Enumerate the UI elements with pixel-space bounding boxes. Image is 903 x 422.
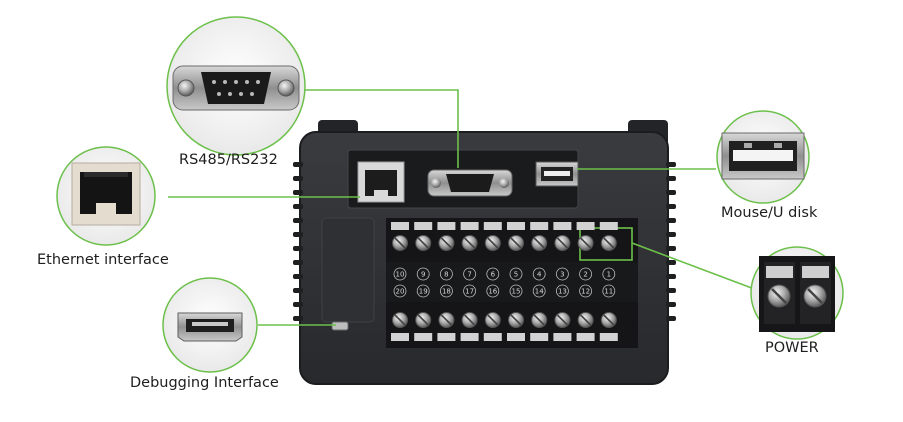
- terminal-clamp: [460, 333, 479, 341]
- terminal-number: 13: [558, 288, 567, 296]
- terminal-number-ring: [602, 267, 616, 281]
- debugging-zoom-circle: [162, 277, 258, 373]
- screw-slot: [510, 314, 522, 326]
- screw-slot: [417, 237, 429, 249]
- screw-slot: [487, 237, 499, 249]
- terminal-number-ring: [579, 284, 592, 298]
- terminal-number-ring: [439, 284, 453, 298]
- terminal-number: 6: [491, 271, 496, 279]
- screw-slot: [556, 314, 568, 326]
- terminal-number-ring: [556, 284, 569, 298]
- terminal-clamp: [483, 222, 502, 230]
- screw-slot: [556, 237, 568, 249]
- mini-usb-port: [331, 321, 349, 331]
- terminal-number-ring: [579, 267, 592, 281]
- terminal-number-ring: [486, 267, 500, 281]
- terminal-number-ring: [463, 284, 477, 298]
- terminal-number-ring: [602, 284, 616, 298]
- ethernet-zoom-circle: [56, 146, 156, 246]
- terminal-clamp: [460, 222, 479, 230]
- db9-port: [427, 169, 513, 197]
- terminal-number: 20: [396, 288, 405, 296]
- terminal-clamp: [414, 222, 433, 230]
- terminal-number: 3: [560, 271, 564, 279]
- terminal-clamp: [437, 333, 456, 341]
- terminal-number-ring: [416, 284, 430, 298]
- terminal-number-ring: [532, 284, 546, 298]
- ethernet-port: [357, 161, 405, 203]
- terminal-clamp: [437, 222, 456, 230]
- terminal-clamp: [391, 222, 409, 230]
- terminal-clamp: [530, 222, 549, 230]
- screw-slot: [603, 314, 615, 326]
- terminal-number: 1: [607, 271, 611, 279]
- screw-slot: [394, 314, 406, 326]
- terminal-number: 11: [604, 288, 613, 296]
- screw-slot: [440, 314, 452, 326]
- screw-slot: [464, 314, 476, 326]
- terminal-clamp: [599, 222, 618, 230]
- rs485-zoom-circle: [166, 16, 306, 156]
- terminal-number: 5: [514, 271, 518, 279]
- terminal-number: 19: [419, 288, 428, 296]
- terminal-clamp: [576, 333, 595, 341]
- screw-slot: [580, 237, 592, 249]
- terminal-number: 18: [442, 288, 451, 296]
- terminal-clamp: [599, 333, 618, 341]
- terminal-number: 14: [535, 288, 544, 296]
- callout-lines: [168, 89, 758, 326]
- ethernet-label: Ethernet interface: [37, 252, 169, 268]
- screw-slot: [394, 237, 406, 249]
- terminal-number-ring: [463, 267, 477, 281]
- terminal-number-ring: [393, 284, 407, 298]
- usb-zoom-circle: [716, 110, 810, 204]
- terminal-clamp: [576, 222, 595, 230]
- terminal-number: 4: [537, 271, 542, 279]
- terminal-clamp: [414, 333, 433, 341]
- power-label: POWER: [765, 340, 819, 356]
- terminal-number: 12: [581, 288, 590, 296]
- screw-slot: [440, 237, 452, 249]
- terminal-clamp: [507, 222, 525, 230]
- mouse-usb-label: Mouse/U disk: [721, 205, 818, 221]
- screw-slot: [533, 314, 545, 326]
- screw-slot: [580, 314, 592, 326]
- terminal-number: 16: [488, 288, 497, 296]
- terminal-number-ring: [416, 267, 430, 281]
- terminal-number-ring: [509, 267, 523, 281]
- terminal-number-ring: [393, 267, 407, 281]
- power-zoom-circle: [750, 246, 844, 340]
- screw-slot: [487, 314, 499, 326]
- terminal-number: 17: [465, 288, 474, 296]
- screw-slot: [464, 237, 476, 249]
- terminal-clamp: [530, 333, 549, 341]
- rs485-label: RS485/RS232: [179, 152, 278, 168]
- terminal-clamp: [553, 333, 572, 341]
- screw-slot: [510, 237, 522, 249]
- debugging-label: Debugging Interface: [130, 375, 279, 391]
- terminal-number: 10: [396, 271, 405, 279]
- terminal-number: 15: [512, 288, 521, 296]
- terminal-clamp: [553, 222, 572, 230]
- terminal-number: 2: [583, 271, 587, 279]
- terminal-number-ring: [509, 284, 523, 298]
- terminal-number-ring: [486, 284, 500, 298]
- terminal-number: 8: [444, 271, 448, 279]
- screw-slot: [417, 314, 429, 326]
- terminal-number-ring: [556, 267, 569, 281]
- terminal-clamp: [507, 333, 525, 341]
- usb-port: [535, 161, 579, 187]
- terminal-clamp: [391, 333, 409, 341]
- terminal-number-ring: [439, 267, 453, 281]
- screw-slot: [533, 237, 545, 249]
- terminal-number-ring: [532, 267, 546, 281]
- terminal-clamp: [483, 333, 502, 341]
- terminal-number: 7: [467, 271, 471, 279]
- terminal-number: 9: [421, 271, 425, 279]
- screw-slot: [603, 237, 615, 249]
